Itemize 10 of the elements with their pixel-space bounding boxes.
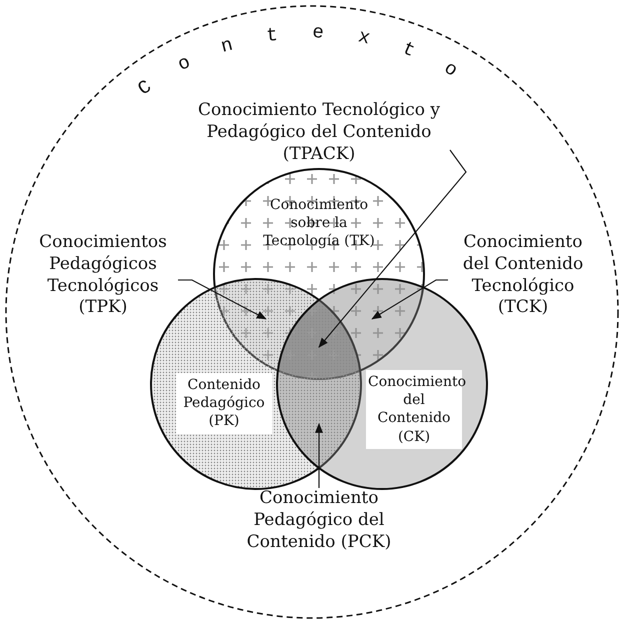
callout-label: Conocimiento Pedagógico del Contenido (PCK) <box>246 488 392 554</box>
circle-label: Contenido Pedagógico (PK) <box>176 373 272 434</box>
callout-label: Conocimiento del Contenido Tecnológico (TCK) <box>462 232 584 319</box>
leader-line <box>318 150 467 348</box>
callout-label: Conocimientos Pedagógicos Tecnológicos (TPK) <box>38 232 168 319</box>
circle-label: Conocimiento sobre la Tecnología (TK) <box>262 196 376 251</box>
leader-line <box>371 279 448 320</box>
callout-label: Conocimiento Tecnológico y Pedagógico del Contenido (TPACK) <box>197 100 441 166</box>
leader-line <box>178 279 267 320</box>
leader-line <box>315 422 323 488</box>
